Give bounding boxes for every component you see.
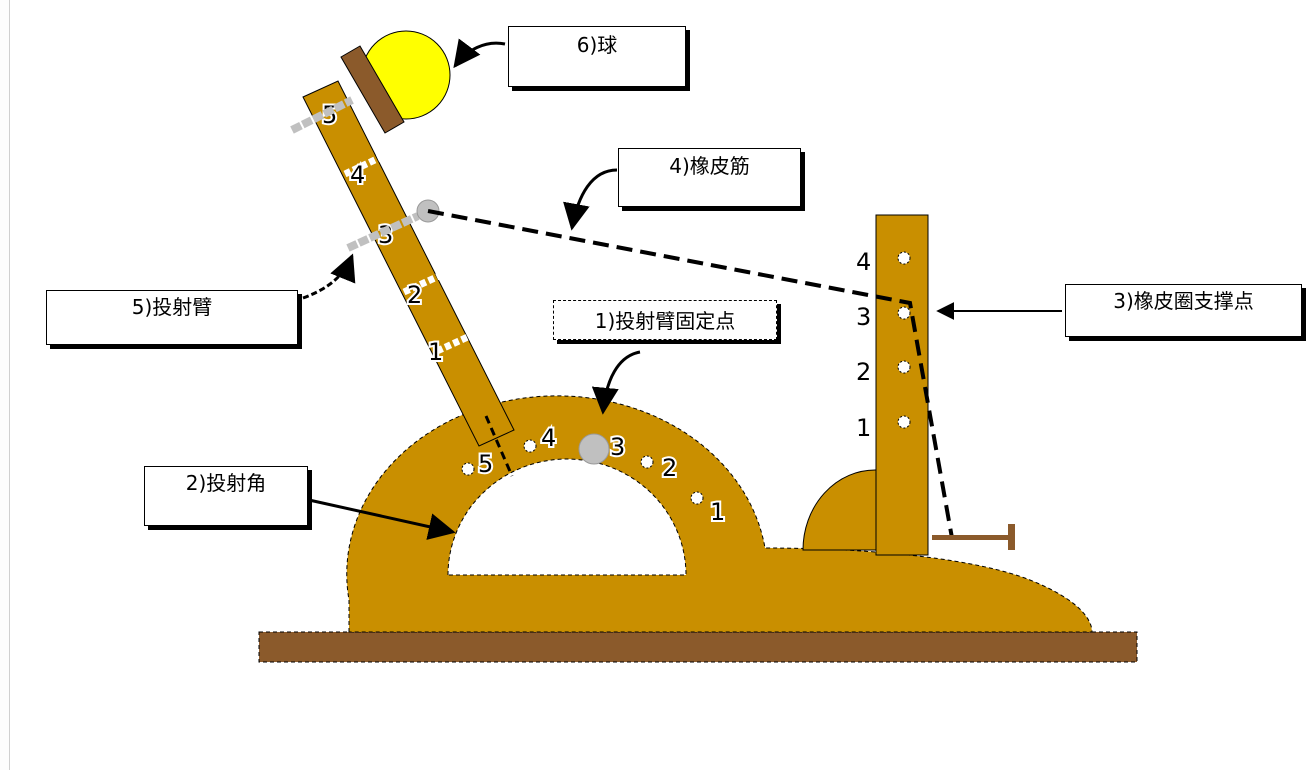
arc-number-4: 4 [541,424,556,452]
post-number-1: 1 [856,414,871,442]
post-number-3: 3 [856,303,871,331]
callout-angle: 2)投射角 [144,466,308,526]
arrow-rubber-band [563,168,618,231]
peg-head [1008,524,1015,550]
body-cutout [447,458,687,576]
arrow-angle [308,498,456,540]
rubber-band [427,209,954,539]
arm-number-4: 4 [350,161,365,189]
callout-ball: 6)球 [508,26,686,87]
arrow-pivot [591,350,641,415]
arm-number-1: 1 [428,338,443,366]
arc-hole-5 [461,462,475,476]
arc-hole-4 [523,439,537,453]
arc-number-5: 5 [478,450,493,478]
throwing-arm [302,80,515,477]
callout-pivot: 1)投射臂固定点 [553,300,777,340]
arc-number-1: 1 [710,498,725,526]
arm-pin-middle [346,212,420,252]
arrow-arm [302,253,356,300]
pivot-pin [578,433,610,465]
post-number-4: 4 [856,248,871,276]
callout-arm: 5)投射臂 [46,290,298,345]
callout-rubber-band: 4)橡皮筋 [618,148,801,207]
post-hole-2 [897,360,911,374]
post-brace [802,469,877,551]
post-hole-3 [897,306,911,320]
arm-number-2: 2 [407,281,422,309]
arc-number-2: 2 [662,454,677,482]
ball-cup [340,45,405,134]
arc-hole-1 [690,491,704,505]
support-post [875,214,929,556]
window-left-edge [0,0,10,770]
post-hole-1 [897,415,911,429]
peg [932,535,1008,540]
post-number-2: 2 [856,358,871,386]
arc-holes [461,439,704,505]
arrow-ball [453,38,506,69]
base-board [258,631,1138,663]
callout-support: 3)橡皮圈支撑点 [1065,284,1302,337]
arc-number-3: 3 [610,433,625,461]
arc-hole-2 [640,455,654,469]
post-hole-4 [897,251,911,265]
arm-pin-top [290,96,354,134]
